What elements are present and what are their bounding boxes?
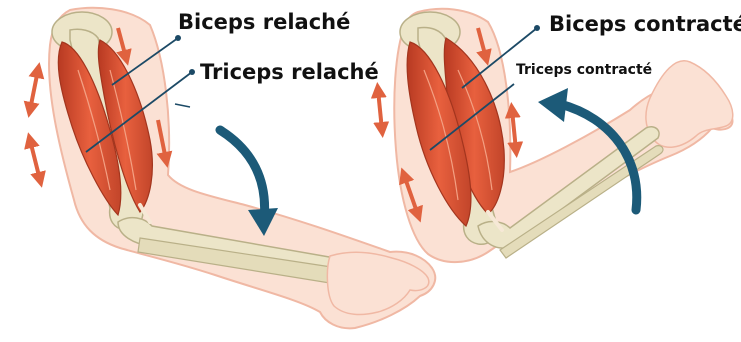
motion-arrow-7 xyxy=(512,110,516,150)
label-biceps-relaxed: Biceps relaché xyxy=(178,10,350,34)
arm-relaxed xyxy=(30,8,435,328)
motion-arrow-5 xyxy=(378,90,382,130)
label-triceps-contracted: Triceps contracté xyxy=(516,62,652,78)
motion-arrow-1 xyxy=(30,70,38,110)
motion-arrow-2 xyxy=(30,140,40,180)
label-biceps-contracted: Biceps contracté xyxy=(549,12,741,36)
label-triceps-relaxed: Triceps relaché xyxy=(200,60,379,84)
arm-contracted xyxy=(378,9,733,262)
